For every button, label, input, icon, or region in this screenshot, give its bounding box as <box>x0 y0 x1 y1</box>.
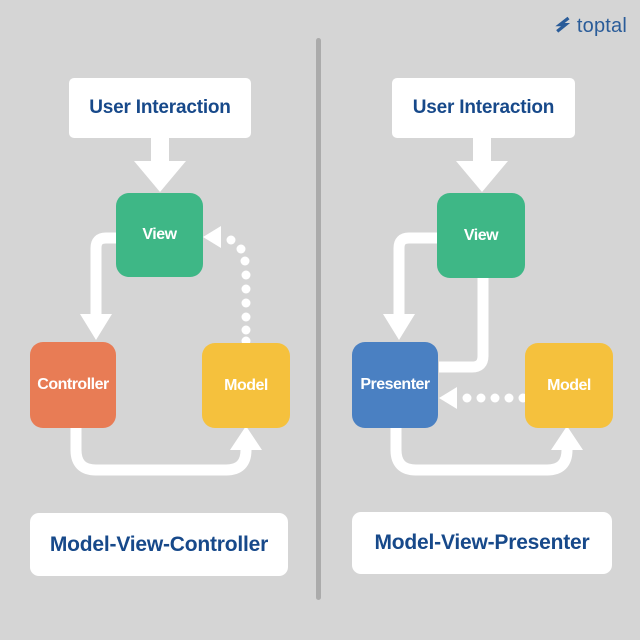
mvc-title-box: Model-View-Controller <box>30 513 288 576</box>
mvc-arrow-user-to-view <box>134 135 186 192</box>
mvc-arrow-view-to-controller-line <box>90 232 116 316</box>
mvc-dotted-model-to-view <box>203 226 251 346</box>
toptal-logo-icon <box>555 16 570 33</box>
mvp-arrow-view-to-presenter-line <box>393 232 437 316</box>
mvp-model-box: Model <box>525 343 613 428</box>
mvc-arrow-controller-to-model-head <box>230 426 262 450</box>
mvp-presenter-label: Presenter <box>360 376 430 393</box>
mvc-view-box: View <box>116 193 203 277</box>
mvc-model-label: Model <box>224 376 268 394</box>
mvc-dotted-model-to-view-head <box>203 226 221 248</box>
mvp-user-interaction-label: User Interaction <box>412 97 555 118</box>
mvc-model-box: Model <box>202 343 290 428</box>
mvp-title-label: Model-View-Presenter <box>374 531 590 554</box>
mvp-presenter-box: Presenter <box>352 342 438 428</box>
mvc-user-interaction-label: User Interaction <box>89 97 231 118</box>
mvp-line-view-to-presenter-side <box>439 277 489 373</box>
mvp-user-interaction-box: User Interaction <box>392 78 575 138</box>
mvc-controller-label: Controller <box>37 376 109 393</box>
toptal-logo-text: toptal <box>576 15 627 37</box>
mvp-dotted-model-to-presenter-head <box>439 387 457 409</box>
mvp-title-box: Model-View-Presenter <box>352 512 612 574</box>
panel-divider <box>316 38 321 600</box>
mvc-arrow-controller-to-model-line <box>70 426 252 476</box>
mvp-view-box: View <box>437 193 525 278</box>
mvc-controller-box: Controller <box>30 342 116 428</box>
mvp-arrow-presenter-to-model-head <box>551 426 583 450</box>
mvp-arrow-user-to-view <box>456 135 508 192</box>
toptal-logo: toptal <box>554 16 627 36</box>
mvp-arrow-view-to-presenter-head <box>383 314 415 340</box>
mvp-view-label: View <box>463 226 499 244</box>
mvc-title-label: Model-View-Controller <box>49 532 269 556</box>
mvp-model-label: Model <box>547 376 591 394</box>
mvp-dotted-model-to-presenter <box>439 387 528 409</box>
mvc-view-label: View <box>142 226 177 243</box>
mvp-arrow-presenter-to-model-line <box>390 426 573 476</box>
mvc-arrow-view-to-controller-head <box>80 314 112 340</box>
mvc-user-interaction-box: User Interaction <box>69 78 251 138</box>
